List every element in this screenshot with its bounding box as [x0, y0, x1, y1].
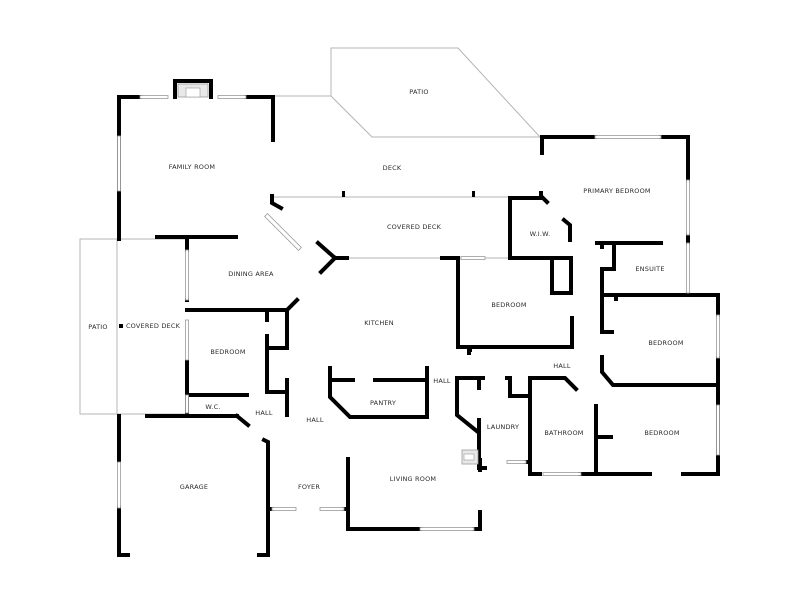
room-label-wiw: W.I.W. [529, 230, 551, 238]
room-label-pantry: PANTRY [369, 399, 397, 407]
room-label-hall-center: HALL [306, 416, 324, 424]
fireplaces [177, 83, 479, 465]
room-label-deck: DECK [382, 164, 402, 172]
room-label-garage: GARAGE [179, 483, 209, 491]
room-label-bedroom-east-lower: BEDROOM [644, 429, 680, 437]
room-label-bathroom: BATHROOM [544, 429, 584, 437]
room-label-laundry: LAUNDRY [486, 423, 520, 431]
room-label-bedroom-west: BEDROOM [210, 348, 246, 356]
windows [117, 95, 720, 531]
deck-posts [119, 191, 475, 328]
room-label-patio-top: PATIO [409, 88, 429, 96]
room-label-family-room: FAMILY ROOM [168, 163, 216, 171]
room-label-covered-deck-left: COVERED DECK [125, 322, 181, 330]
walls [117, 79, 720, 557]
room-label-bedroom-east-upper: BEDROOM [648, 339, 684, 347]
room-label-wc: W.C. [205, 403, 221, 411]
outdoor-outlines [79, 47, 542, 415]
room-label-living-room: LIVING ROOM [389, 475, 437, 483]
room-label-primary-bedroom: PRIMARY BEDROOM [583, 187, 651, 195]
room-label-kitchen: KITCHEN [364, 319, 394, 327]
room-label-dining-area: DINING AREA [228, 270, 274, 278]
room-label-hall-east: HALL [553, 362, 571, 370]
room-label-covered-deck-top: COVERED DECK [386, 223, 442, 231]
room-label-bedroom-north: BEDROOM [491, 301, 527, 309]
room-label-foyer: FOYER [297, 483, 321, 491]
room-label-hall-kitchen: HALL [433, 377, 451, 385]
room-label-ensuite: ENSUITE [635, 265, 665, 273]
room-label-hall-west: HALL [255, 409, 273, 417]
room-label-patio-left: PATIO [88, 323, 108, 331]
